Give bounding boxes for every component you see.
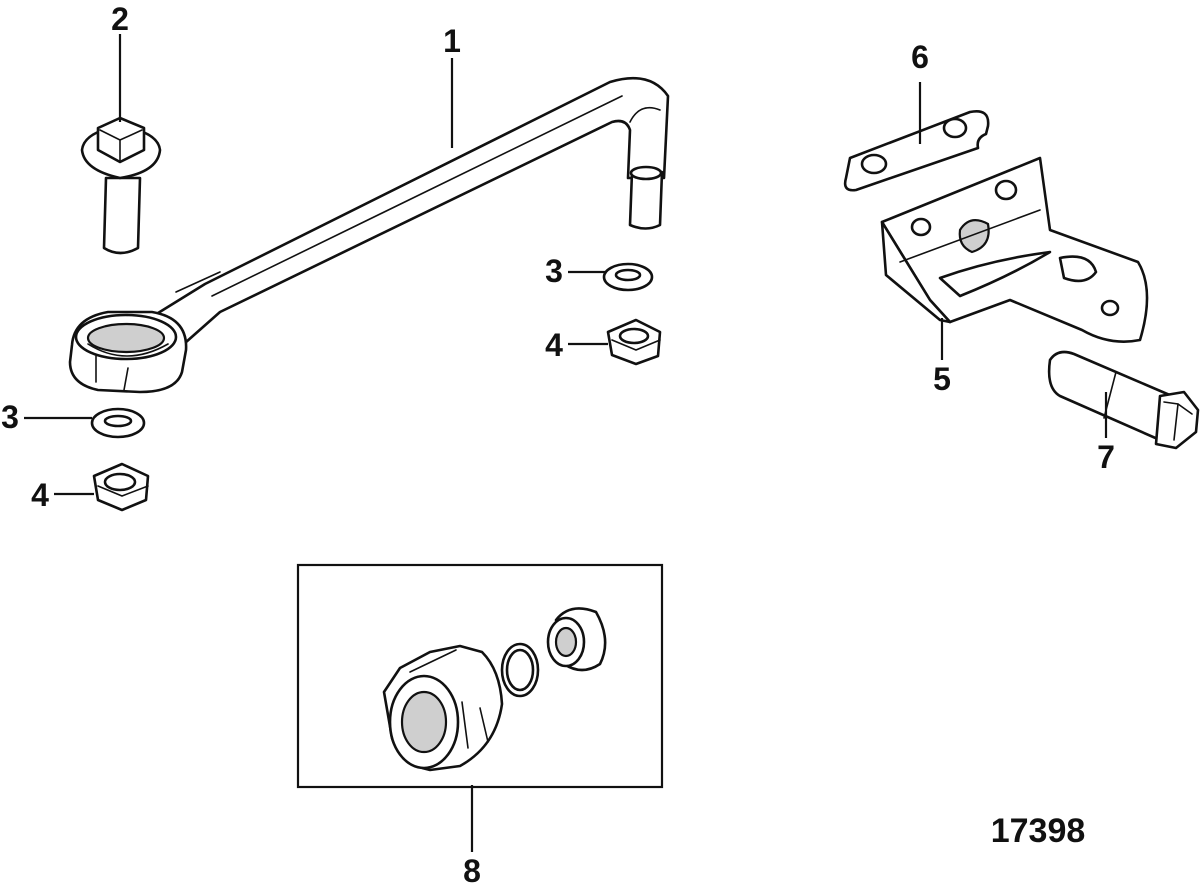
callout-4-upper: 4 [545,327,563,363]
callout-6: 6 [911,39,929,75]
callout-3-lower: 3 [1,399,19,435]
hex-bolt-part [1047,350,1200,450]
kit-frame [296,563,664,789]
mounting-bracket-part [880,156,1149,343]
callout-7: 7 [1097,439,1115,475]
seal-kit-part [296,563,664,789]
callout-4-lower: 4 [31,477,49,513]
figure-number: 17398 [991,812,1086,850]
callout-1: 1 [443,23,461,59]
callout-2: 2 [111,1,129,37]
hex-nut-part [92,462,150,512]
callout-5: 5 [933,361,951,397]
flange-bolt-part [80,116,162,255]
callout-3-upper: 3 [545,253,563,289]
link-rod-part [68,76,670,394]
washer-part [602,262,654,292]
callout-8: 8 [463,853,481,886]
washer-part [90,407,146,439]
locking-plate-part [843,110,990,192]
hex-nut-part [606,318,662,366]
